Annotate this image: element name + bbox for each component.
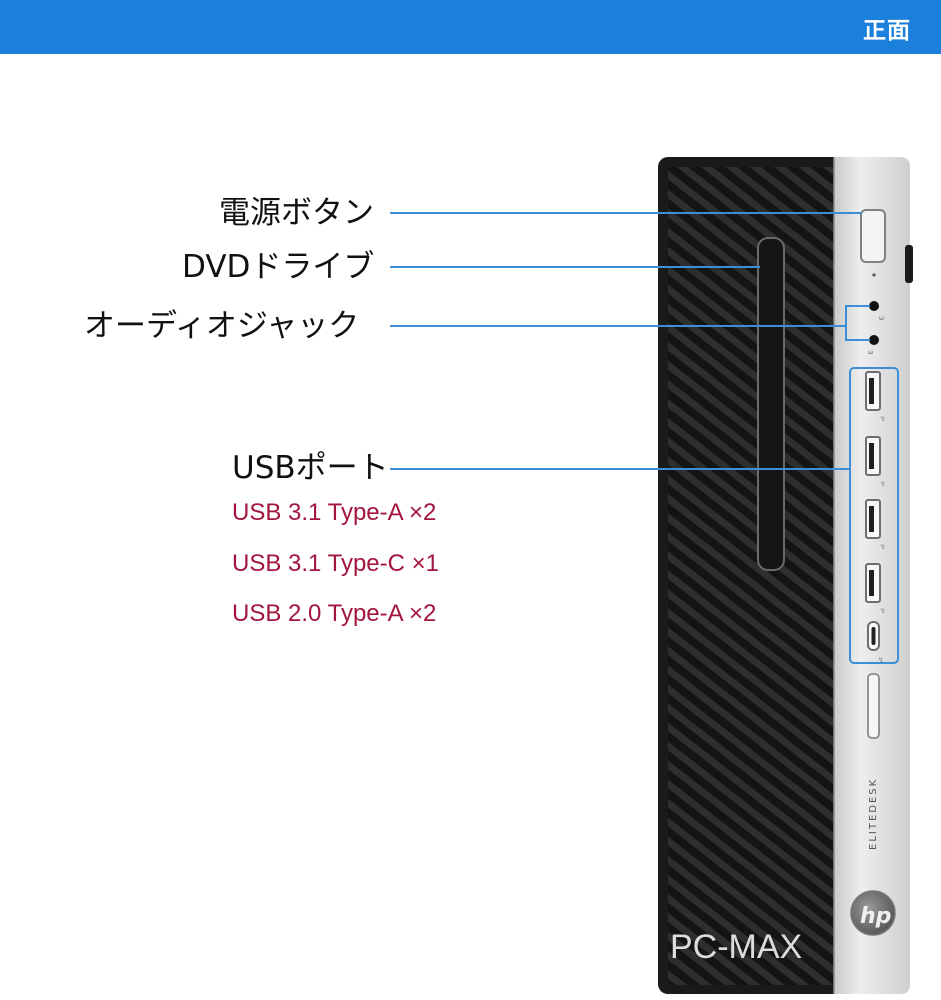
label-dvd-drive: DVDドライブ (182, 249, 375, 285)
header-title: 正面 (863, 18, 911, 44)
usb-spec-3: USB 2.0 Type-A ×2 (232, 600, 437, 627)
svg-text:ω: ω (879, 315, 884, 322)
audio-jack-1 (869, 301, 879, 311)
label-audio-jack: オーディオジャック (84, 308, 360, 344)
dvd-slot (757, 237, 785, 571)
header-bar: 正面 (0, 0, 941, 54)
side-latch (905, 245, 913, 283)
hp-logo (850, 890, 896, 936)
audio-jack-2 (869, 335, 879, 345)
audio-bracket (845, 305, 870, 341)
label-usb-port: USBポート (232, 450, 389, 486)
power-button (860, 209, 886, 263)
usb-highlight-box (849, 367, 899, 664)
watermark-text: PC-MAX (670, 928, 802, 966)
svg-text:ω: ω (868, 349, 873, 356)
case-grille (668, 167, 834, 985)
usb-spec-1: USB 3.1 Type-A ×2 (232, 499, 437, 526)
label-power-button: 電源ボタン (219, 195, 374, 231)
usb-spec-2: USB 3.1 Type-C ×1 (232, 550, 439, 577)
svg-text:↯: ↯ (880, 480, 886, 488)
svg-text:↯: ↯ (880, 543, 886, 551)
svg-text:hp: hp (860, 904, 891, 929)
series-text: ELITEDESK (868, 778, 879, 850)
svg-text:↯: ↯ (880, 415, 886, 423)
svg-text:↯: ↯ (880, 607, 886, 615)
card-reader-slot (867, 673, 880, 739)
svg-text:↯: ↯ (878, 656, 884, 664)
